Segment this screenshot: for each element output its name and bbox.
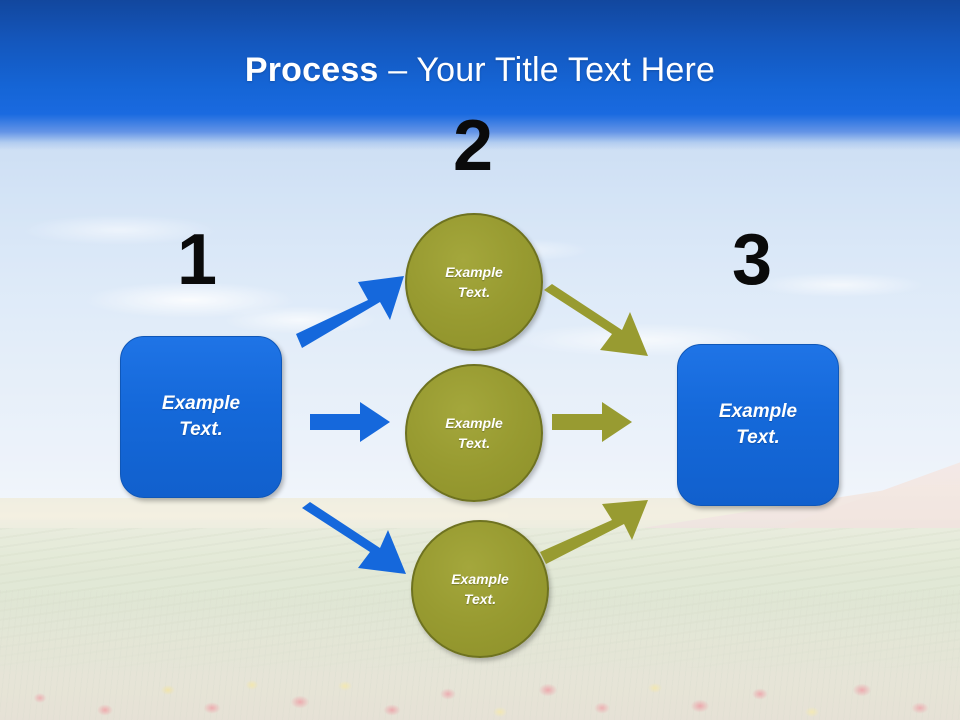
process-circle-top-text: Example Text. xyxy=(445,262,503,302)
blue-arrow-down-right-icon xyxy=(302,502,406,574)
process-circle-middle-text: Example Text. xyxy=(445,413,503,453)
step-number-3: 3 xyxy=(731,220,773,300)
process-box-step-3[interactable]: Example Text. xyxy=(677,344,839,506)
page-title-rest: – Your Title Text Here xyxy=(378,51,716,89)
process-circle-bottom[interactable]: Example Text. xyxy=(411,520,549,658)
process-circle-middle-line1: Example xyxy=(445,415,503,431)
process-circle-top-line1: Example xyxy=(445,264,503,280)
process-circle-top[interactable]: Example Text. xyxy=(405,213,543,351)
page-title-bold: Process xyxy=(244,51,379,89)
olive-arrow-up-right-icon xyxy=(540,500,648,564)
olive-arrow-down-right-icon xyxy=(544,284,648,356)
process-box-step-3-text: Example Text. xyxy=(719,399,797,451)
process-circle-bottom-line1: Example xyxy=(451,571,509,587)
process-box-step-1-line1: Example xyxy=(161,393,241,414)
header-band xyxy=(0,0,960,150)
process-box-step-1-text: Example Text. xyxy=(162,391,240,443)
process-circle-middle-line2: Text. xyxy=(457,435,491,451)
process-circle-top-line2: Text. xyxy=(457,284,491,300)
step-number-1: 1 xyxy=(176,220,218,300)
process-box-step-3-line1: Example xyxy=(718,401,798,422)
blue-arrow-up-right-icon xyxy=(296,276,404,348)
process-circle-middle[interactable]: Example Text. xyxy=(405,364,543,502)
process-box-step-1[interactable]: Example Text. xyxy=(120,336,282,498)
olive-arrow-right-icon xyxy=(552,402,632,442)
step-number-2: 2 xyxy=(452,106,494,186)
page-title: Process – Your Title Text Here xyxy=(0,50,960,90)
process-circle-bottom-line2: Text. xyxy=(463,591,497,607)
blue-arrow-right-icon xyxy=(310,402,390,442)
process-box-step-3-line2: Text. xyxy=(736,427,780,448)
process-circle-bottom-text: Example Text. xyxy=(451,569,509,609)
process-box-step-1-line2: Text. xyxy=(179,419,223,440)
